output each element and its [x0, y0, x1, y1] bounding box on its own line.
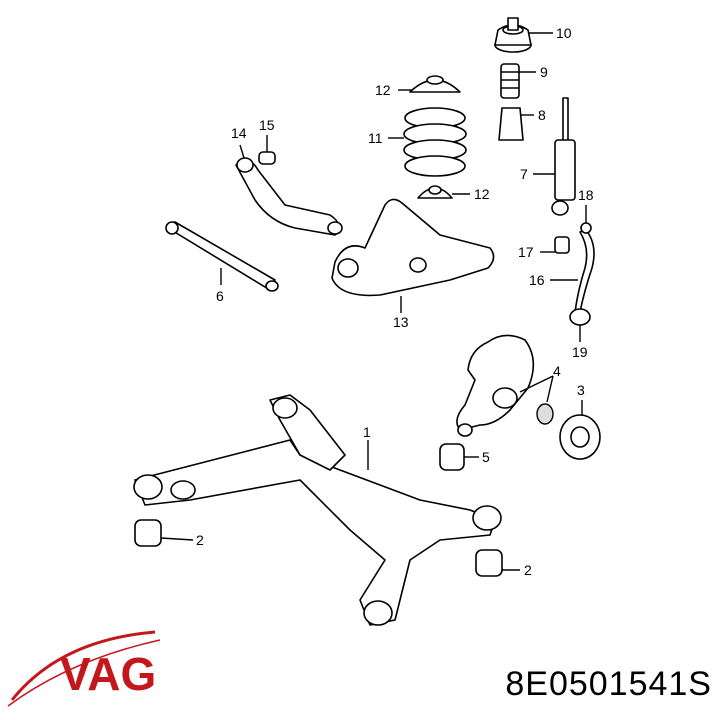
svg-text:11: 11 — [368, 130, 383, 146]
svg-text:9: 9 — [540, 64, 548, 80]
svg-text:17: 17 — [518, 244, 534, 260]
callout-13: 13 — [393, 296, 409, 330]
svg-text:7: 7 — [520, 166, 528, 182]
svg-text:19: 19 — [572, 344, 588, 360]
svg-text:18: 18 — [578, 187, 594, 203]
svg-text:8: 8 — [538, 107, 546, 123]
part-2-bushing-left — [134, 519, 162, 547]
svg-text:12: 12 — [474, 186, 490, 202]
svg-text:12: 12 — [375, 82, 391, 98]
part-6-lateral-link — [165, 221, 279, 292]
svg-text:10: 10 — [556, 25, 572, 41]
part-3-wheel-hub — [559, 414, 601, 460]
part-5-bushing — [439, 443, 465, 471]
svg-text:5: 5 — [482, 449, 490, 465]
part-7-shock-absorber — [551, 97, 576, 216]
callout-12-top: 12 — [375, 82, 412, 98]
brand-name: VAG — [60, 648, 156, 700]
svg-text:15: 15 — [259, 117, 275, 133]
svg-text:14: 14 — [231, 125, 247, 141]
callout-1: 1 — [363, 424, 371, 470]
callout-9: 9 — [519, 64, 548, 80]
callout-5: 5 — [464, 449, 490, 465]
callout-4: 4 — [519, 363, 561, 403]
part-10-top-mount — [494, 17, 532, 53]
part-17-bushing — [554, 236, 570, 254]
callout-14: 14 — [231, 125, 247, 159]
callout-11: 11 — [368, 130, 404, 146]
callout-17: 17 — [518, 244, 555, 260]
part-16-stabilizer-link — [574, 222, 595, 313]
callout-6: 6 — [216, 268, 224, 304]
callout-18: 18 — [578, 187, 594, 223]
part-number: 8E0501541S — [505, 665, 712, 703]
vag-logo: VAG — [7, 630, 161, 707]
svg-text:16: 16 — [529, 272, 545, 288]
callout-19: 19 — [572, 325, 588, 360]
part-15-bushing — [258, 151, 276, 165]
svg-text:1: 1 — [363, 424, 371, 440]
svg-text:2: 2 — [524, 562, 532, 578]
part-14-upper-arm — [235, 157, 343, 236]
part-13-lower-control-arm — [331, 198, 495, 297]
part-1-subframe — [133, 394, 502, 626]
callout-15: 15 — [259, 117, 275, 152]
svg-text:13: 13 — [393, 314, 409, 330]
part-12-upper-spring-seat — [409, 75, 461, 93]
part-8-dust-boot — [498, 107, 524, 141]
callout-2-left: 2 — [160, 532, 204, 548]
part-9-bump-stop — [500, 63, 520, 99]
svg-text:3: 3 — [577, 382, 585, 398]
svg-text:2: 2 — [196, 532, 204, 548]
callout-16: 16 — [529, 272, 578, 288]
callout-8: 8 — [521, 107, 546, 123]
callout-12-bottom: 12 — [452, 186, 490, 202]
callout-2-right: 2 — [502, 562, 532, 578]
callout-10: 10 — [528, 25, 572, 41]
svg-text:4: 4 — [553, 363, 561, 379]
callout-7: 7 — [520, 166, 555, 182]
part-11-coil-spring — [403, 107, 467, 177]
part-19-link-bushing — [569, 308, 591, 326]
callout-3: 3 — [577, 382, 585, 415]
part-2-bushing-right — [475, 549, 503, 577]
part-12-lower-spring-seat — [417, 185, 453, 199]
svg-text:6: 6 — [216, 288, 224, 304]
part-4-wheel-knuckle — [456, 334, 554, 437]
